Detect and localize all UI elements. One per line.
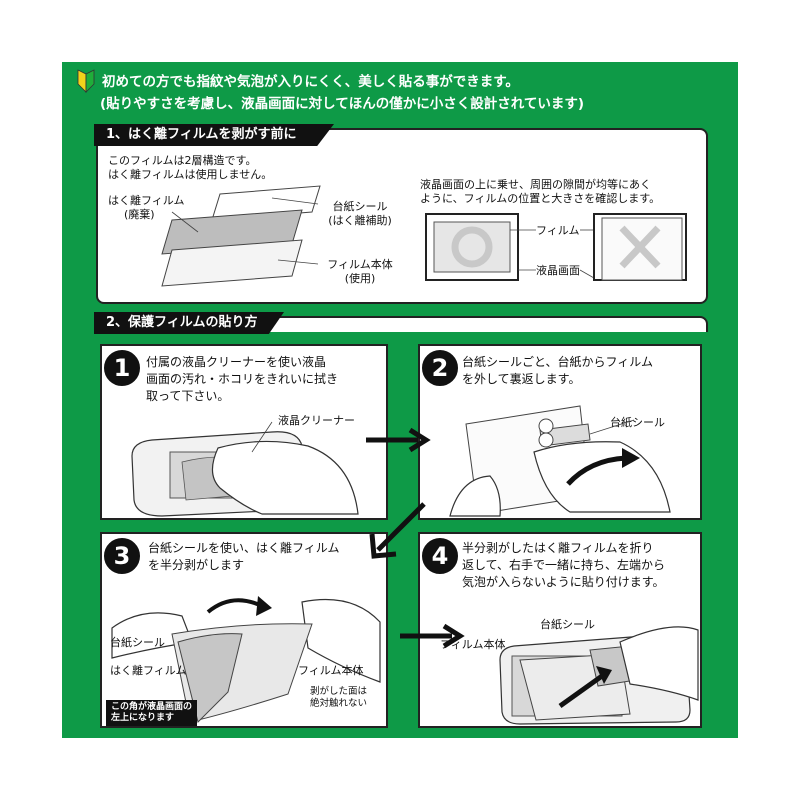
apply-film-illustration bbox=[499, 626, 699, 725]
film-label: フィルム bbox=[536, 224, 580, 237]
mount-seal-label: 台紙シール bbox=[332, 200, 388, 213]
peel-film-label: はく離フィルム bbox=[108, 194, 185, 207]
step-3-note-line2: 絶対触れない bbox=[310, 698, 368, 709]
check-line2: ように、フィルムの位置と大きさを確認します。 bbox=[420, 192, 661, 205]
beginner-leaf-icon bbox=[77, 69, 95, 93]
corner-warning: この角が液晶画面の 左上になります bbox=[106, 700, 198, 726]
step-3-line2: を半分剥がします bbox=[148, 558, 245, 572]
step-1-panel: 付属の液晶クリーナーを使い液晶 画面の汚れ・ホコリをきれいに拭き 取って下さい。… bbox=[100, 344, 388, 520]
step-2-line1: 台紙シールごと、台紙からフィルム bbox=[462, 355, 654, 369]
step-4-line1: 半分剥がしたはく離フィルムを折り bbox=[462, 541, 654, 555]
ng-screen-diagram bbox=[593, 213, 687, 281]
mount-seal-note: (はく離補助) bbox=[328, 214, 392, 227]
film-body-label: フィルム本体 bbox=[327, 258, 393, 271]
step-3-number: 3 bbox=[102, 536, 142, 576]
step-3-callout-body: フィルム本体 bbox=[298, 664, 364, 677]
step-1-callout: 液晶クリーナー bbox=[278, 414, 355, 427]
headline: 初めての方でも指紋や気泡が入りにくく、美しく貼る事ができます。 bbox=[102, 74, 519, 90]
intro-line2: はく離フィルムは使用しません。 bbox=[108, 168, 273, 181]
step-3-panel: 台紙シールを使い、はく離フィルム を半分剥がします 台紙シール はく離フィルム … bbox=[100, 532, 388, 728]
section1-title: 1、はく離フィルムを剥がす前に bbox=[94, 124, 334, 146]
cross-ng-icon bbox=[619, 225, 661, 269]
check-line1: 液晶画面の上に乗せ、周囲の隙間が均等にあく bbox=[420, 178, 651, 191]
step-4-panel: 半分剥がしたはく離フィルムを折り 返して、右手で一緒に持ち、左端から 気泡が入ら… bbox=[418, 532, 702, 728]
step-4-number: 4 bbox=[420, 536, 460, 576]
right-arrow-icon bbox=[400, 623, 465, 649]
peel-half-illustration bbox=[111, 596, 381, 723]
step-4-line2: 返して、右手で一緒に持ち、左端から bbox=[462, 558, 666, 572]
ok-screen-diagram bbox=[425, 213, 519, 281]
intro-line1: このフィルムは2層構造です。 bbox=[108, 154, 257, 167]
step-3-note-line1: 剥がした面は bbox=[310, 686, 368, 697]
step-4-line3: 気泡が入らないように貼り付けます。 bbox=[462, 575, 665, 589]
subline: (貼りやすさを考慮し、液晶画面に対してほんの僅かに小さく設計されています) bbox=[100, 96, 585, 112]
ok-callout-lines bbox=[510, 229, 595, 279]
right-arrow-icon bbox=[366, 427, 431, 453]
section2-title: 2、保護フィルムの貼り方 bbox=[94, 312, 284, 334]
film-layers-diagram bbox=[161, 185, 321, 287]
screen-label: 液晶画面 bbox=[536, 264, 580, 277]
step-2-panel: 台紙シールごと、台紙からフィルム を外して裏返します。 台紙シール bbox=[418, 344, 702, 520]
step-2-line2: を外して裏返します。 bbox=[462, 372, 581, 386]
step-1-line2: 画面の汚れ・ホコリをきれいに拭き bbox=[146, 372, 339, 386]
step-4-callout-seal: 台紙シール bbox=[540, 618, 595, 631]
step-1-number: 1 bbox=[102, 348, 142, 388]
step-3-callout-peel: はく離フィルム bbox=[110, 664, 187, 677]
film-body-note: (使用) bbox=[344, 272, 376, 285]
peel-film-note: (廃棄) bbox=[124, 208, 155, 221]
film-flip-illustration bbox=[449, 405, 671, 517]
step-1-line3: 取って下さい。 bbox=[146, 389, 230, 403]
camera-cleaning-illustration bbox=[131, 421, 359, 517]
down-left-arrow-icon bbox=[369, 502, 426, 559]
circle-ok-icon bbox=[451, 226, 493, 268]
corner-warning-line1: この角が液晶画面の bbox=[111, 702, 193, 712]
step-3-line1: 台紙シールを使い、はく離フィルム bbox=[148, 541, 340, 555]
instruction-sheet: 初めての方でも指紋や気泡が入りにくく、美しく貼る事ができます。 (貼りやすさを考… bbox=[62, 62, 738, 738]
step-3-callout-seal: 台紙シール bbox=[110, 636, 165, 649]
step-4-callout-body: フィルム本体 bbox=[440, 638, 506, 651]
corner-warning-line2: 左上になります bbox=[111, 713, 175, 723]
step-2-callout: 台紙シール bbox=[610, 416, 665, 429]
step-1-line1: 付属の液晶クリーナーを使い液晶 bbox=[146, 355, 327, 369]
step-2-number: 2 bbox=[420, 348, 460, 388]
